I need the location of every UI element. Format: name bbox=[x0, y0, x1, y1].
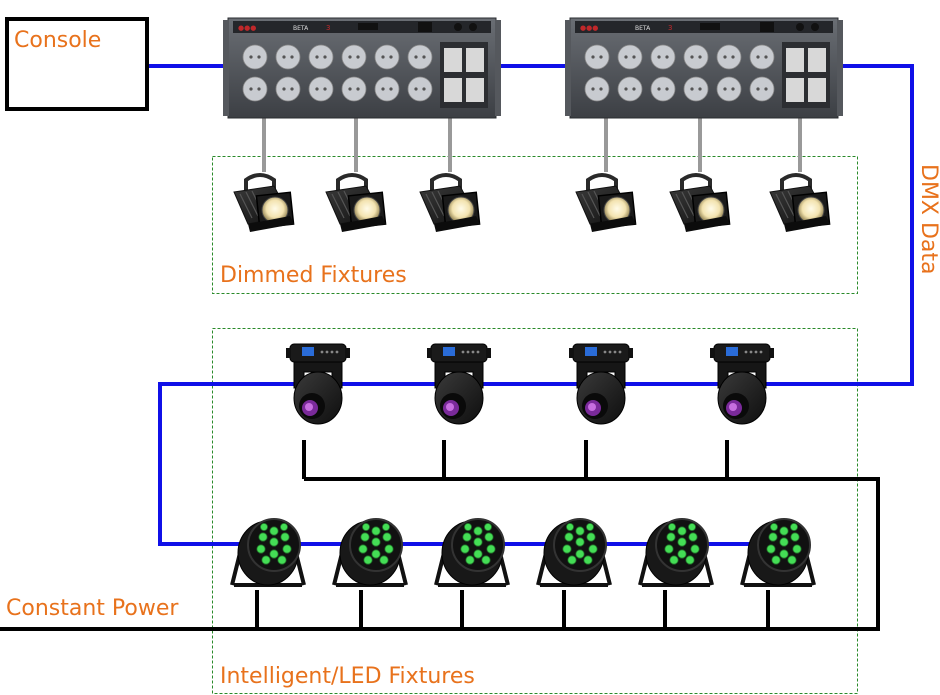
dimmed-fixtures-group bbox=[212, 156, 858, 294]
dimmed-fixture bbox=[324, 173, 388, 234]
led-par-fixture bbox=[638, 517, 714, 587]
dimmer-output-cables bbox=[262, 118, 802, 172]
dimmer-pack-1-model: BETA bbox=[293, 25, 309, 32]
led-par-fixture bbox=[536, 517, 612, 587]
dimmed-fixture bbox=[418, 173, 482, 234]
moving-head-fixture bbox=[285, 343, 351, 425]
console-label: Console bbox=[14, 28, 101, 53]
moving-head-fixture bbox=[709, 343, 775, 425]
dimmer-pack-1: ●●● BETA 3 bbox=[222, 17, 502, 119]
dimmed-fixture bbox=[574, 173, 638, 234]
dmx-data-label: DMX Data bbox=[916, 164, 940, 275]
dimmed-fixture bbox=[232, 173, 296, 234]
moving-head-fixture bbox=[426, 343, 492, 425]
dimmed-fixture bbox=[668, 173, 732, 234]
dimmer-pack-1-brand-mark: ●●● bbox=[238, 24, 256, 32]
dimmer-pack-2-badge: 3 bbox=[668, 24, 672, 32]
constant-power-line bbox=[0, 440, 880, 631]
moving-head-fixture bbox=[568, 343, 634, 425]
constant-power-label: Constant Power bbox=[6, 596, 179, 621]
dimmer-pack-2-model: BETA bbox=[635, 25, 651, 32]
intelligent-led-group bbox=[212, 328, 858, 694]
led-par-fixture bbox=[332, 517, 408, 587]
led-par-fixture bbox=[434, 517, 510, 587]
dimmer-pack-1-badge: 3 bbox=[326, 24, 330, 32]
dimmer-pack-2: ●●● BETA 3 bbox=[564, 17, 844, 119]
dimmed-fixture bbox=[768, 173, 832, 234]
console-box bbox=[5, 17, 149, 111]
led-par-fixture bbox=[230, 517, 306, 587]
led-par-fixture bbox=[740, 517, 816, 587]
intelligent-led-fixtures-label: Intelligent/LED Fixtures bbox=[220, 664, 475, 689]
dimmer-pack-2-brand-mark: ●●● bbox=[580, 24, 598, 32]
dimmed-fixtures-label: Dimmed Fixtures bbox=[220, 263, 407, 288]
